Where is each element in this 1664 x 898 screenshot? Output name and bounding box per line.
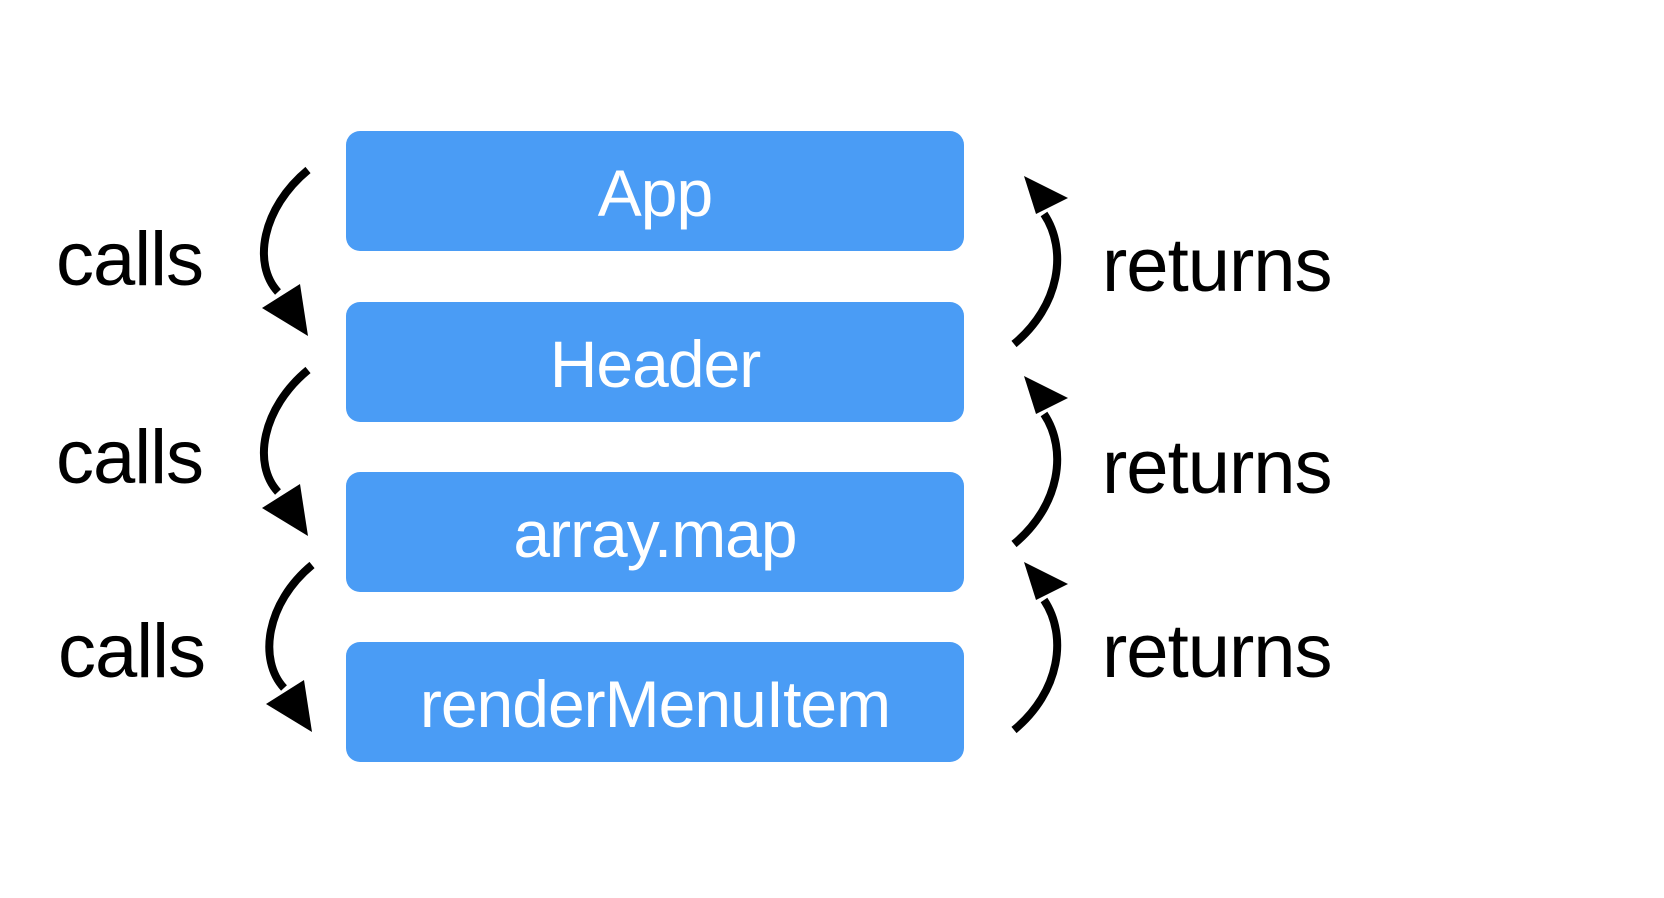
calls-label-1: calls <box>56 217 204 302</box>
calls-label-2: calls <box>56 415 204 500</box>
box-header: Header <box>346 302 964 422</box>
box-header-label: Header <box>549 327 761 401</box>
calls-arrow-2 <box>259 366 311 536</box>
returns-arrow-1 <box>1011 176 1068 348</box>
box-render-menu-item: renderMenuItem <box>346 642 964 762</box>
box-array-map: array.map <box>346 472 964 592</box>
returns-arrow-2 <box>1011 376 1068 548</box>
returns-label-1: returns <box>1102 223 1333 308</box>
calls-arrow-1 <box>259 166 311 336</box>
box-app: App <box>346 131 964 251</box>
box-app-label: App <box>597 156 713 230</box>
box-render-menu-item-label: renderMenuItem <box>419 667 891 741</box>
calls-label-3: calls <box>58 609 206 694</box>
returns-arrow-3 <box>1011 562 1068 734</box>
box-array-map-label: array.map <box>513 497 797 571</box>
returns-label-3: returns <box>1102 609 1333 694</box>
returns-label-2: returns <box>1102 425 1333 510</box>
calls-arrow-3 <box>265 561 315 732</box>
